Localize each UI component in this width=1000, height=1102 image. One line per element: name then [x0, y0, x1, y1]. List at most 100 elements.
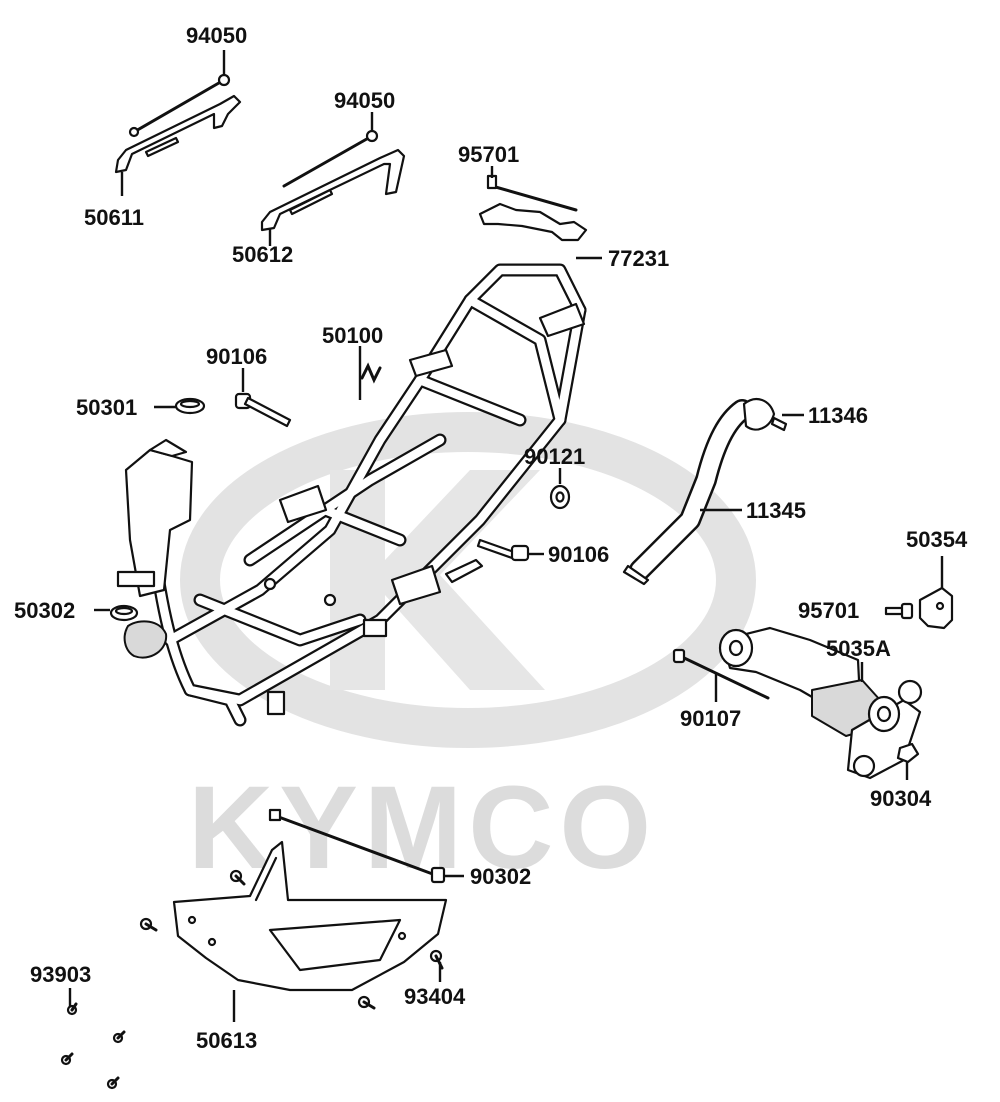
nut-94050-b	[365, 129, 379, 143]
bolt-90302	[274, 814, 440, 878]
head-tube-collar	[116, 570, 156, 588]
under-cover-inner-floor	[268, 918, 402, 972]
under-cover-vent-3	[397, 931, 407, 941]
frame-mount-tab	[362, 618, 388, 638]
kymco-watermark: KYMCO	[180, 412, 756, 894]
callout-94050-b: 94050	[334, 88, 395, 113]
head-tube-gusset	[148, 438, 188, 458]
part-50302-bearing-race	[109, 604, 139, 622]
bolt-90106-a-shaft	[243, 396, 292, 428]
under-cover-rib	[254, 856, 278, 902]
hose-end-cap	[622, 564, 650, 586]
nut-90304	[896, 742, 920, 764]
bracket-50612-slot	[288, 188, 334, 216]
callout-50302: 50302	[14, 598, 75, 623]
callout-50354: 50354	[906, 527, 968, 552]
bolt-94050-a	[132, 78, 226, 134]
frame-tube-cross-1-inner	[245, 435, 445, 565]
callout-50100: 50100	[322, 323, 383, 348]
frame-tube-floor-inner	[195, 595, 365, 645]
bolt-90107-head	[672, 648, 686, 664]
bolt-90107	[678, 654, 770, 700]
watermark-brand-text: KYMCO	[188, 762, 657, 894]
bolt-95701-a	[490, 184, 578, 212]
hanger-bushing-right-core	[876, 705, 892, 723]
frame-plate-foot	[390, 564, 442, 606]
under-cover-vent-1	[187, 915, 197, 925]
frame-tube-cross-3-inner	[415, 375, 525, 425]
callout-90302: 90302	[470, 864, 531, 889]
screw-left	[139, 917, 158, 932]
callout-94050-a: 94050	[186, 23, 247, 48]
screw-top	[229, 869, 246, 886]
hanger-boss-bottom	[852, 754, 876, 778]
frame-tube-down-inner	[185, 685, 245, 725]
bolt-95701-b-head	[900, 602, 914, 620]
collar-90121-hole	[555, 491, 565, 503]
part-50611-bracket	[114, 73, 242, 174]
nut-94050-a	[217, 73, 231, 87]
callout-labels: 94050 50611 94050 50612 95701 77231 9010…	[14, 23, 968, 1053]
watermark-ellipse	[180, 412, 756, 748]
frame-stay-right	[444, 558, 484, 584]
nut-90302	[430, 866, 446, 884]
callout-90121: 90121	[524, 444, 585, 469]
part-50100-main-frame	[116, 263, 587, 727]
bracket-77231	[478, 202, 588, 242]
screw-93903-c	[60, 1052, 74, 1066]
bolt-90106-b-head	[510, 544, 530, 562]
hose-clamp-11346	[742, 397, 776, 431]
callout-50301: 50301	[76, 395, 137, 420]
frame-plate-mid	[278, 484, 328, 524]
leader-lines	[68, 50, 944, 1022]
callout-50612: 50612	[232, 242, 293, 267]
bracket-50612	[260, 148, 406, 232]
bolt-90106-b-shaft	[476, 538, 516, 560]
hanger-boss-top	[897, 679, 923, 705]
bracket-50354	[918, 586, 954, 630]
hose-11345-inner	[631, 401, 751, 579]
hanger-bushing-left-core	[728, 639, 744, 657]
callout-50611: 50611	[84, 205, 144, 230]
screw-bottom	[357, 995, 376, 1010]
frame-plate-top	[408, 348, 454, 378]
callout-50613: 50613	[196, 1028, 257, 1053]
screw-93903-b	[112, 1030, 126, 1044]
screw-set	[60, 869, 444, 1090]
callout-95701-a: 95701	[458, 142, 519, 167]
frame-plate-rear	[538, 302, 586, 338]
frame-spring-clip	[360, 362, 382, 384]
part-5035A-engine-hanger	[672, 626, 923, 780]
washer-50611	[128, 126, 140, 138]
bearing-race-50302-inner	[114, 606, 134, 616]
frame-bolt-hole-1	[263, 577, 277, 591]
bracket-50611	[114, 94, 242, 174]
bracket-50611-slot	[144, 136, 180, 158]
bolt-90302-head	[268, 808, 282, 822]
part-50301-bearing-race	[174, 397, 206, 415]
callout-11345: 11345	[746, 498, 806, 523]
part-90121-collar	[549, 484, 571, 510]
frame-bolt-hole-2	[323, 593, 337, 607]
hose-clamp-11346-screw	[770, 416, 788, 432]
callout-5035A: 5035A	[826, 636, 891, 661]
part-11345-hose	[622, 397, 788, 586]
screw-93903-d	[106, 1076, 120, 1090]
callout-95701-b: 95701	[798, 598, 859, 623]
callout-90107: 90107	[680, 706, 741, 731]
callout-93903: 93903	[30, 962, 91, 987]
part-50354-bracket	[884, 586, 954, 630]
frame-lower-tab	[266, 690, 286, 716]
callout-93404: 93404	[404, 984, 466, 1009]
callout-90304: 90304	[870, 786, 932, 811]
bolt-94050-b	[282, 134, 374, 188]
callout-11346: 11346	[808, 403, 868, 428]
part-77231-bracket	[478, 174, 588, 242]
part-50612-bracket	[260, 129, 406, 232]
bracket-50354-hole	[935, 601, 945, 611]
part-90106-bolt-a	[234, 392, 292, 428]
under-cover-vent-2	[207, 937, 217, 947]
callout-90106-b: 90106	[548, 542, 609, 567]
